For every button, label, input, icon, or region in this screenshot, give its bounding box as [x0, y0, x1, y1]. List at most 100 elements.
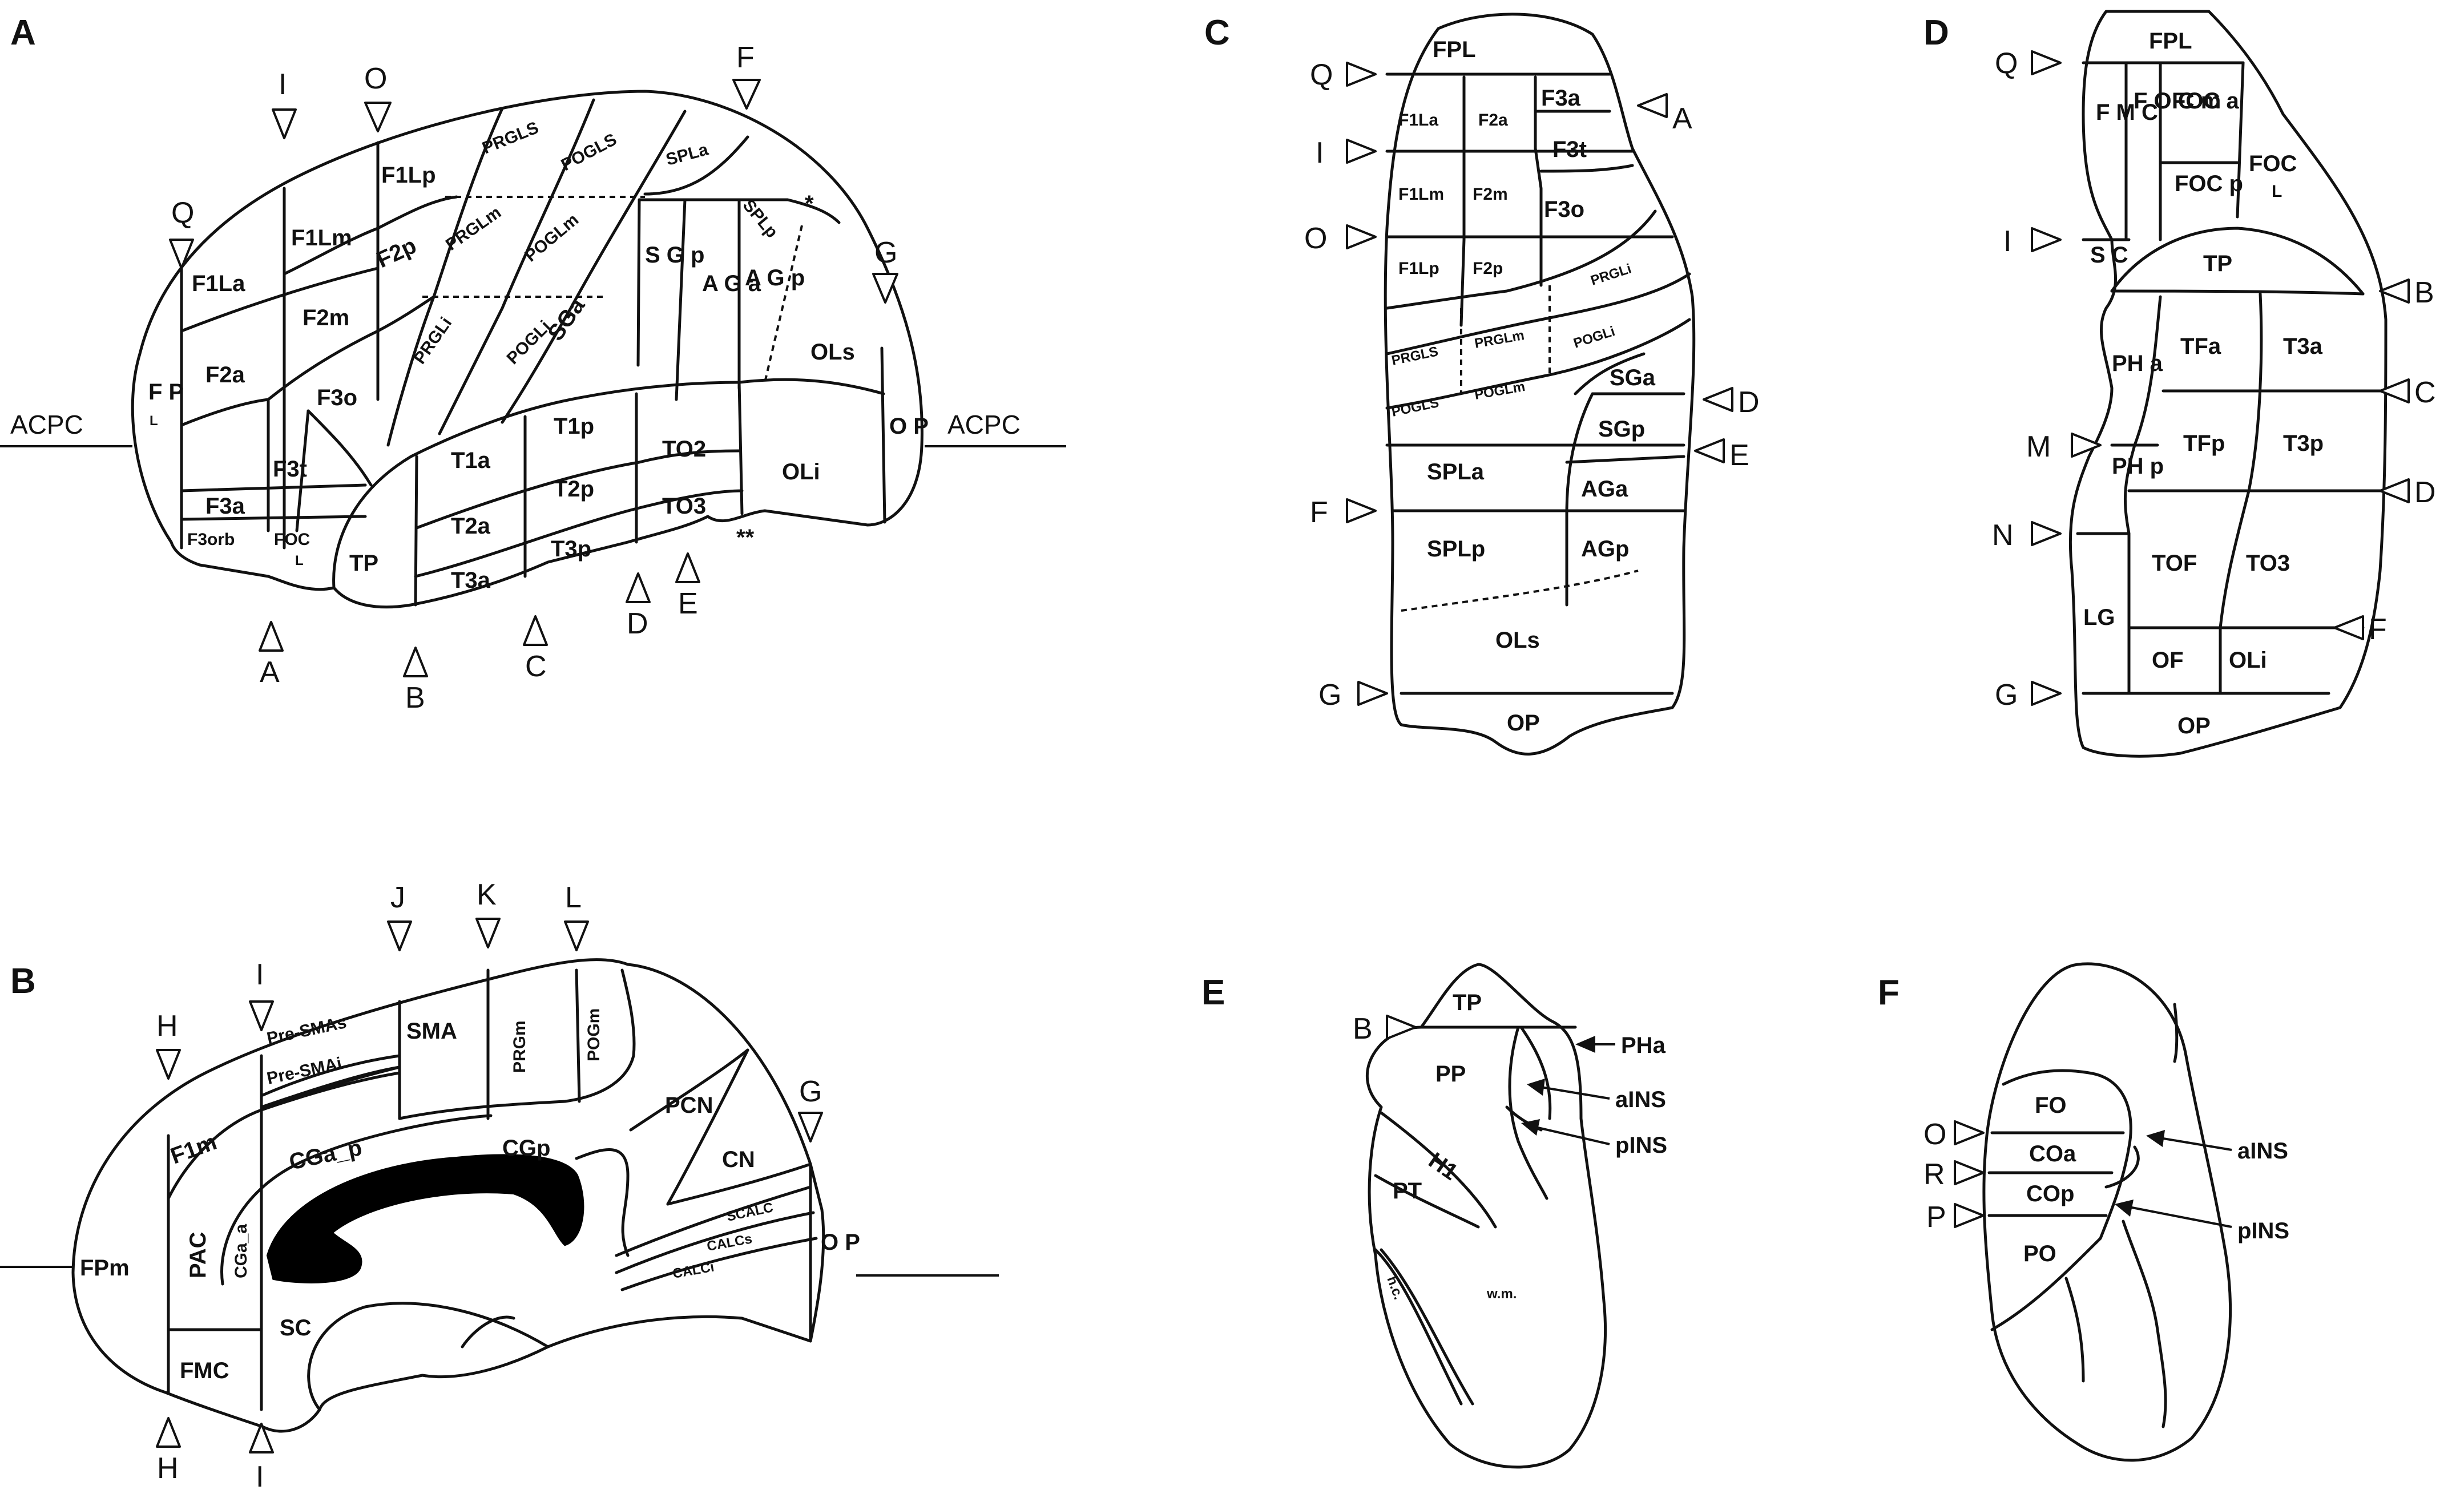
marker-f: F — [736, 41, 755, 74]
label-tp: TP — [1453, 990, 1482, 1015]
arrow-ains-head — [2146, 1130, 2165, 1147]
panel-c-letter: C — [1204, 13, 1230, 53]
line-spl-sg — [1565, 392, 1594, 515]
label-pogli: POGLi — [1572, 324, 1617, 352]
marker-p-tri — [1954, 1203, 1985, 1228]
label-star: * — [805, 191, 814, 216]
marker-n: N — [1992, 519, 2014, 552]
marker-n-tri — [2031, 521, 2062, 546]
label-t3p: T3p — [2283, 431, 2324, 456]
label-calci: CALCi — [671, 1259, 715, 1282]
label-cop: COp — [2026, 1181, 2074, 1206]
line-f2-f3-b — [376, 295, 435, 333]
marker-f-tri — [1346, 498, 1377, 523]
panel-d: D FPL F M C F O C m FOC a FOC p FOC L S … — [1923, 10, 2436, 758]
line-calc-b — [620, 1237, 818, 1291]
label-prgm: PRGm — [510, 1020, 529, 1073]
label-sc: SC — [280, 1315, 312, 1341]
marker-i-tri — [2031, 227, 2062, 252]
line-f2-f3 — [180, 329, 380, 427]
label-pac: PAC — [185, 1232, 211, 1278]
label-dstar: ** — [736, 525, 755, 550]
label-f2p: F2p — [373, 233, 420, 273]
dash-spl — [1401, 570, 1639, 612]
line-tp — [414, 455, 418, 607]
marker-b: B — [405, 681, 425, 714]
marker-g-tri — [872, 273, 898, 304]
line-ph-tf — [2123, 295, 2162, 695]
marker-l: L — [565, 881, 582, 914]
marker-g-tri — [2031, 681, 2062, 706]
line-f3t-f3o — [1539, 164, 1634, 173]
label-t3a: T3a — [451, 568, 491, 593]
line-presma-b — [260, 1065, 401, 1109]
label-focm: F O C m — [2134, 88, 2221, 114]
label-f1lp: F1Lp — [381, 163, 436, 188]
label-pha: PH a — [2112, 351, 2163, 376]
dash-agp — [764, 225, 803, 383]
label-fo: FO — [2035, 1093, 2067, 1118]
label-poglm: POGLm — [521, 210, 582, 265]
label-fpl: FPL — [2149, 29, 2192, 54]
label-tp: TP — [2203, 251, 2232, 276]
sulcus-3 — [2064, 1277, 2085, 1383]
line-sylvian — [332, 381, 741, 590]
marker-d: D — [627, 607, 648, 640]
label-ains: aINS — [1615, 1087, 1666, 1112]
marker-d-tri — [2379, 478, 2410, 503]
marker-f: F — [2369, 613, 2387, 646]
label-agp: AGp — [1581, 536, 1629, 562]
line-f1-f2-b — [283, 195, 458, 276]
panel-f-letter: F — [1878, 973, 1900, 1012]
label-to2: TO2 — [662, 437, 706, 462]
line-f3t-foc — [295, 409, 310, 532]
marker-o: O — [1304, 222, 1327, 255]
marker-l-tri — [564, 920, 589, 951]
marker-c: C — [2414, 376, 2436, 409]
line-ins-medial — [1508, 1025, 1548, 1200]
lateral-outline — [131, 90, 924, 609]
arrow-pins-shaft — [2128, 1206, 2232, 1228]
label-to3: TO3 — [662, 494, 706, 519]
marker-k-tri — [475, 918, 501, 948]
label-f3a: F3a — [1541, 86, 1581, 111]
marker-i-bot: I — [256, 1460, 264, 1493]
line-ins-lateral — [1519, 1025, 1552, 1120]
label-tfp: TFp — [2183, 431, 2225, 456]
label-ains: aINS — [2237, 1138, 2288, 1164]
label-sgp: SGp — [1598, 417, 1645, 442]
marker-d: D — [1738, 386, 1760, 419]
line-t2-t3 — [414, 489, 744, 578]
arrow-pins-shaft — [1535, 1126, 1610, 1145]
line-presma-mid — [260, 1071, 401, 1112]
line-l — [575, 968, 581, 1103]
marker-i-bot-tri — [249, 1423, 274, 1453]
label-splp: SPLp — [739, 196, 782, 241]
label-cn: CN — [722, 1147, 755, 1172]
label-of: OF — [2152, 648, 2184, 673]
label-pogls: POGLS — [1390, 395, 1441, 420]
label-aga: AGa — [1581, 477, 1628, 502]
corpus-callosum — [266, 1154, 584, 1283]
marker-b-tri — [403, 647, 428, 677]
label-pcn: PCN — [665, 1093, 713, 1118]
label-foca: FOC a — [2172, 88, 2240, 114]
line-f3-orb — [180, 483, 367, 492]
line-tp-top — [2110, 227, 2365, 296]
label-t3p: T3p — [551, 536, 591, 562]
arrow-pins-head — [2115, 1200, 2134, 1217]
marker-a-tri — [1637, 93, 1668, 118]
label-f1la: F1La — [1398, 111, 1438, 130]
marker-c: C — [525, 650, 547, 683]
line-presma — [260, 1054, 401, 1097]
marker-j-tri — [387, 920, 412, 951]
marker-j: J — [390, 881, 405, 914]
line-e — [1565, 455, 1685, 464]
label-sma: SMA — [406, 1019, 457, 1044]
dorsal-outline — [1384, 13, 1696, 756]
panel-a-letter: A — [10, 13, 36, 53]
panel-a: A ACPC ACPC — [0, 13, 1066, 714]
line-pos — [666, 1048, 749, 1206]
label-fmc: F M C — [2096, 100, 2158, 125]
label-op: OP — [2177, 713, 2211, 738]
